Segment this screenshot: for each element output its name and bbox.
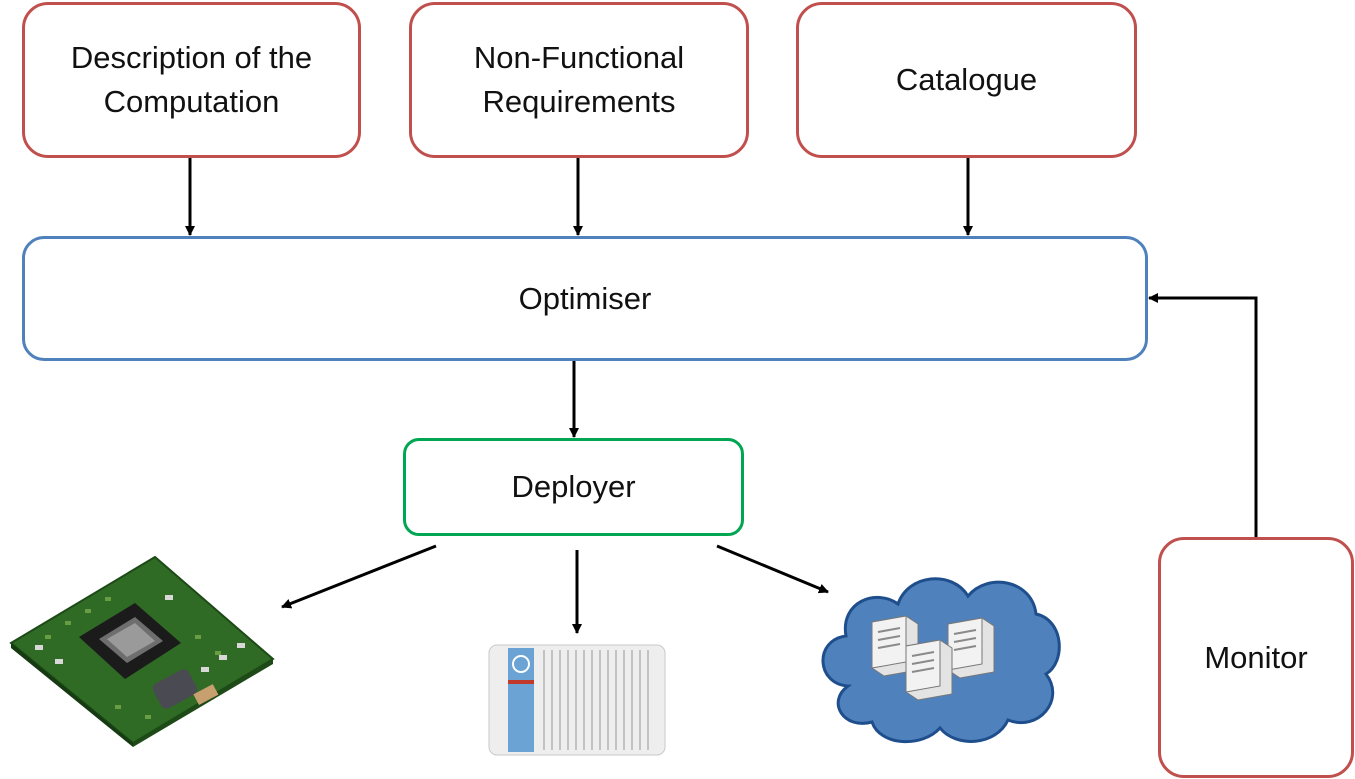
monitor-box: Monitor — [1158, 537, 1354, 778]
arrow-deployer-to-iot-board — [281, 544, 437, 609]
edge-gateway-device-icon — [488, 644, 666, 756]
arrow-monitor-to-optimiser — [1148, 293, 1258, 537]
description-of-computation-label: Description of the Computation — [70, 40, 313, 119]
monitor-label: Monitor — [1204, 639, 1308, 675]
cloud-servers-icon — [821, 577, 1061, 743]
optimiser-label: Optimiser — [518, 280, 652, 316]
non-functional-requirements-label: Non-Functional Requirements — [473, 40, 685, 119]
arrow-deployer-to-cloud — [716, 544, 829, 594]
catalogue-label: Catalogue — [895, 62, 1038, 97]
deployer-box: Deployer — [403, 438, 744, 536]
optimiser-box: Optimiser — [22, 236, 1148, 361]
deployer-label: Deployer — [511, 469, 636, 504]
circuit-board-icon — [9, 555, 275, 747]
non-functional-requirements-box: Non-Functional Requirements — [409, 2, 749, 158]
catalogue-box: Catalogue — [796, 2, 1137, 158]
description-of-computation-box: Description of the Computation — [22, 2, 361, 158]
